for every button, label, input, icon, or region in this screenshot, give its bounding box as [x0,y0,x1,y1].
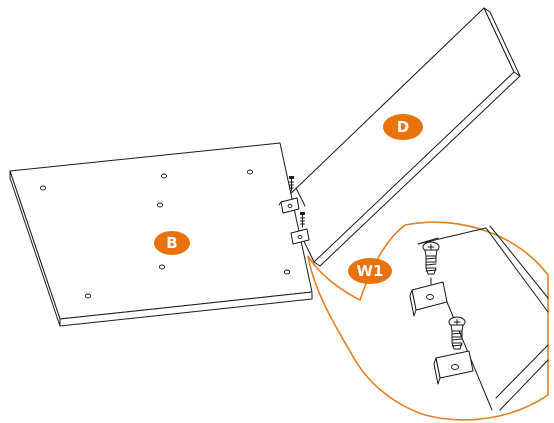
pre-drilled-hole [39,185,47,191]
label-b: B [166,234,177,252]
detail-callout [307,221,549,421]
screw-icon [448,316,466,360]
label-badge-b: B [154,231,190,255]
pre-drilled-hole [156,202,164,208]
label-badge-d: D [383,114,423,140]
panel-b [9,142,313,327]
screw-icon [422,241,440,285]
pre-drilled-hole [84,293,92,299]
label-w1: W1 [357,262,384,280]
pre-drilled-hole [160,173,168,179]
pre-drilled-hole [246,169,254,175]
screw-icon [289,176,294,192]
screw-icon [300,212,305,228]
pre-drilled-hole [283,269,291,275]
joint-hardware [278,176,310,245]
label-d: D [397,118,409,136]
bracket-icon [290,228,310,245]
bracket-icon [278,197,300,214]
label-badge-w1: W1 [348,258,392,284]
bracket-icon [409,281,448,317]
pre-drilled-hole [158,264,166,270]
bracket-icon [433,350,474,385]
callout-board-detail [417,225,549,411]
